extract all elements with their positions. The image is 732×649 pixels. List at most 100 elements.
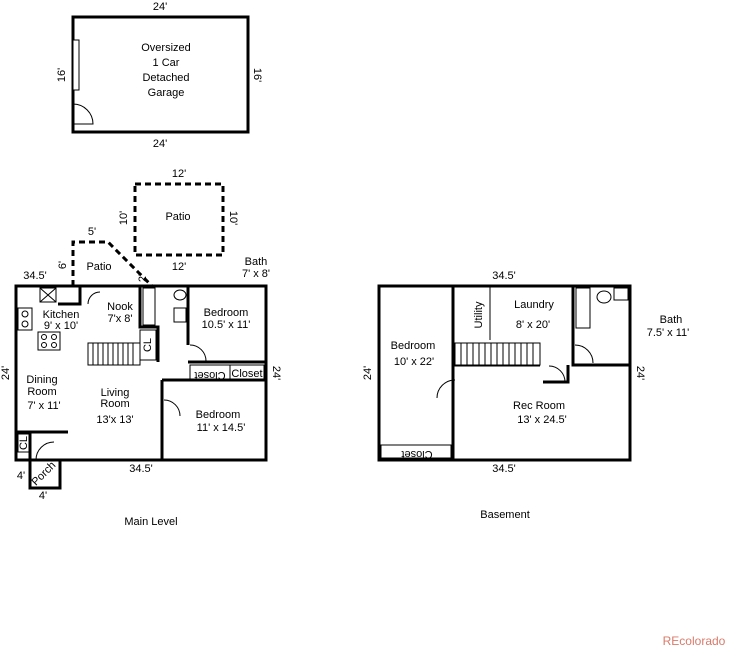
basement-toilet [596, 290, 612, 304]
garage: 24' 24' 16' 16' Oversized 1 Car Detached… [56, 1, 263, 150]
nook-door-swing [87, 291, 101, 305]
main-sink [173, 307, 187, 323]
patio-large-dim-right: 10' [227, 211, 239, 225]
porch-label: Porch [29, 459, 58, 488]
main-tub [142, 287, 156, 326]
cl-1-label: CL [142, 338, 154, 352]
bath-wall [138, 286, 160, 362]
utility-label: Utility [473, 301, 485, 328]
basement-dim-bottom: 34.5' [492, 463, 516, 475]
rec-room-size: 13' x 24.5' [517, 414, 566, 426]
main-level-plan: Porch 4' 4' 34.5' 34.5' 24' 24' Bath 7' … [0, 256, 282, 528]
basement-dim-left: 24' [362, 366, 374, 380]
basement-bedroom-door-swing [436, 379, 456, 399]
watermark-logo: REcolorado [663, 634, 726, 648]
basement-dim-right: 24' [634, 366, 646, 380]
kitchen-fridge-x [39, 287, 57, 303]
main-dim-right: 24' [270, 366, 282, 380]
basement-closet-label: Closet [401, 448, 432, 460]
bedroom1-size: 10.5' x 11' [202, 319, 251, 331]
basement-bath-dim: 7.5' x 11' [647, 327, 690, 339]
garage-dim-bottom: 24' [153, 138, 167, 150]
patio-small-dim-diag: 2' [137, 274, 149, 282]
bedroom1-name: Bedroom [204, 307, 249, 319]
main-dim-left: 24' [0, 366, 12, 380]
patio-large-dim-bottom: 12' [172, 261, 186, 273]
basement-outer-walls [377, 284, 632, 462]
main-bath-label: Bath [245, 256, 268, 268]
stove-burner-2 [51, 334, 57, 340]
basement-bath-door-swing [574, 344, 594, 364]
kitchen-sink-bowl-1 [21, 310, 29, 318]
laundry-size: 8' x 20' [516, 319, 550, 331]
dining-name: Dining [26, 374, 57, 386]
patio-small: Patio 5' 6' 2' [57, 226, 154, 288]
laundry-south-wall-1 [543, 365, 570, 384]
patio-small-label: Patio [86, 261, 111, 273]
nook-size: 7'x 8' [108, 313, 133, 325]
patio-large-label: Patio [165, 211, 190, 223]
bedroom2-name: Bedroom [196, 409, 241, 421]
cl-box-1 [139, 329, 157, 361]
garage-label-2: 1 Car [153, 57, 180, 69]
main-stairs-box [87, 342, 141, 366]
main-toilet [173, 289, 187, 301]
laundry-name: Laundry [514, 299, 554, 311]
cl-2-label: CL [18, 436, 30, 450]
closet-2-label: Closet [231, 368, 262, 380]
stove-burner-4 [51, 342, 57, 348]
basement-stairs [454, 342, 541, 366]
patio-large-outline [133, 182, 225, 257]
garage-label-4: Garage [148, 87, 185, 99]
garage-dim-top: 24' [153, 1, 167, 13]
patio-small-dim-left: 6' [57, 261, 69, 269]
porch-dim-w: 4' [39, 490, 47, 502]
basement-dim-top: 34.5' [492, 270, 516, 282]
kitchen-sink-bowl-2 [21, 320, 29, 328]
main-stairs-treads [92, 343, 134, 365]
closet-box-2 [229, 364, 265, 380]
main-dim-top: 34.5' [23, 270, 47, 282]
patio-large: Patio 12' 12' 10' 10' [118, 168, 239, 273]
patio-small-dim-top: 5' [88, 226, 96, 238]
porch-dim-h: 4' [17, 470, 25, 482]
bedroom2-size: 11' x 14.5' [197, 422, 246, 434]
main-dim-bottom: 34.5' [129, 463, 153, 475]
basement-bedroom-size: 10' x 22' [394, 356, 434, 368]
dining-size: 7' x 11' [27, 400, 60, 412]
garage-door [72, 39, 80, 91]
garage-dim-left: 16' [56, 68, 68, 82]
main-bath-dim: 7' x 8' [242, 268, 270, 280]
cl-box-2 [17, 433, 30, 453]
bedroom1-door-swing [189, 344, 207, 362]
stove-burner-1 [41, 334, 47, 340]
basement-bath-label: Bath [660, 314, 683, 326]
bedroom2-door-swing [163, 399, 181, 417]
kitchen-wall [58, 286, 82, 306]
basement-bedroom-name: Bedroom [391, 340, 436, 352]
kitchen-size: 9' x 10' [44, 320, 78, 332]
patio-large-dim-top: 12' [172, 168, 186, 180]
laundry-door-swing [548, 365, 566, 383]
basement-title: Basement [480, 509, 530, 521]
kitchen-name: Kitchen [43, 309, 80, 321]
kitchen-stove [37, 331, 61, 351]
basement-sink [613, 287, 629, 301]
rec-room-name: Rec Room [513, 400, 565, 412]
garage-dim-right: 16' [251, 68, 263, 82]
living-name-2: Room [100, 398, 129, 410]
garage-label-1: Oversized [141, 42, 191, 54]
dining-name-2: Room [27, 386, 56, 398]
stove-burner-3 [41, 342, 47, 348]
patio-large-dim-left: 10' [118, 211, 130, 225]
garage-label-3: Detached [142, 72, 189, 84]
porch-box [28, 458, 62, 490]
bath-west-wall [571, 286, 630, 367]
basement-tub [575, 287, 591, 329]
living-size: 13'x 13' [96, 414, 133, 426]
main-stairs [87, 342, 141, 366]
basement-plan: Closet 34.5' 34.5' 24' 24' Bath 7.5' x 1… [362, 270, 689, 521]
closet-1-label: Closet [194, 369, 225, 381]
kitchen-sink [17, 307, 33, 331]
